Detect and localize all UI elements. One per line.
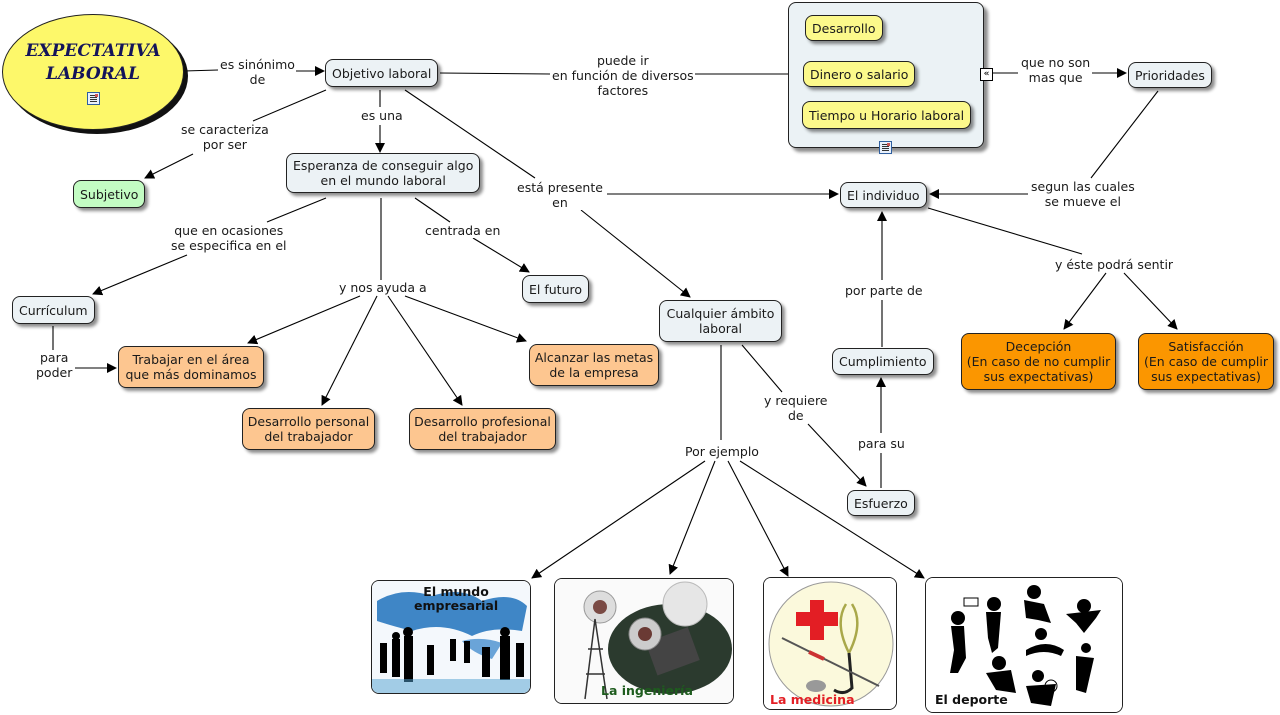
concept-el-individuo[interactable]: El individuo [840,182,927,208]
concept-label: que más dominamos [125,367,257,382]
concept-label: de la empresa [549,365,639,380]
factor-dinero-salario[interactable]: Dinero o salario [803,61,916,87]
concept-satisfaccion[interactable]: Satisfacción (En caso de cumplir sus exp… [1138,333,1274,390]
concept-label: Esfuerzo [854,495,908,511]
concept-label: Cumplimiento [839,354,927,369]
engineering-image [555,579,733,703]
concept-label: Trabajar en el área [132,352,250,367]
link-es-una: es una [360,108,404,123]
concept-label: Decepción [1005,339,1072,354]
concept-decepcion[interactable]: Decepción (En caso de no cumplir sus exp… [961,333,1116,390]
concept-subjetivo[interactable]: Subjetivo [73,180,146,208]
medicine-image [764,578,896,709]
factor-label: Tiempo u Horario laboral [809,107,965,123]
factor-label: Desarrollo [812,20,876,36]
concept-label: (En caso de cumplir [1144,354,1268,369]
main-concept-expectativa-laboral[interactable]: EXPECTATIVA LABORAL [2,14,184,130]
concept-label: (En caso de no cumplir [966,354,1111,369]
concept-objetivo-laboral[interactable]: Objetivo laboral [325,59,439,87]
concept-label: del trabajador [438,429,527,444]
concept-trabajar-area[interactable]: Trabajar en el área que más dominamos [118,346,264,388]
concept-label: del trabajador [264,429,353,444]
document-icon[interactable] [879,141,892,154]
concept-label: sus expectativas) [983,369,1094,384]
factor-tiempo-horario[interactable]: Tiempo u Horario laboral [802,101,972,129]
business-people-image [372,581,530,693]
concept-esperanza[interactable]: Esperanza de conseguir algo en el mundo … [286,153,481,193]
example-caption: La medicina [770,692,855,707]
concept-label: El individuo [847,187,920,203]
example-caption: La ingeniería [601,683,693,698]
concept-esfuerzo[interactable]: Esfuerzo [847,490,915,516]
concept-desarrollo-profesional[interactable]: Desarrollo profesional del trabajador [409,408,556,450]
concept-el-futuro[interactable]: El futuro [522,275,590,303]
example-caption: El deporte [935,692,1008,707]
link-para-su: para su [857,436,906,451]
main-concept-title-line2: LABORAL [46,63,140,84]
concept-label: Cualquier ámbito [666,306,775,321]
link-centrada-en: centrada en [424,223,502,238]
concept-label: Subjetivo [80,186,139,202]
concept-label: El futuro [529,281,583,297]
example-ingenieria[interactable]: La ingeniería [554,578,734,704]
concept-label: Desarrollo personal [247,414,370,429]
link-podra-sentir: y éste podrá sentir [1054,257,1175,272]
collapse-group-icon[interactable]: « [980,68,993,81]
example-medicina[interactable]: La medicina [763,577,897,710]
concept-label: Alcanzar las metas [534,350,654,365]
concept-label: Desarrollo profesional [414,414,551,429]
concept-curriculum[interactable]: Currículum [12,296,95,324]
concept-label: Objetivo laboral [332,65,432,81]
concept-label: Prioridades [1135,67,1205,83]
factor-label: Dinero o salario [810,66,909,82]
concept-cumplimiento[interactable]: Cumplimiento [832,348,934,375]
concept-desarrollo-personal[interactable]: Desarrollo personal del trabajador [242,408,375,450]
concept-alcanzar-metas[interactable]: Alcanzar las metas de la empresa [529,344,659,386]
concept-label: Currículum [19,302,88,318]
factor-desarrollo[interactable]: Desarrollo [805,15,883,41]
link-por-ejemplo: Por ejemplo [684,444,760,459]
concept-label: sus expectativas) [1151,369,1261,384]
link-por-parte-de: por parte de [844,283,924,298]
concept-label: Satisfacción [1168,339,1244,354]
main-concept-title-line1: EXPECTATIVA [25,40,161,61]
concept-prioridades[interactable]: Prioridades [1128,62,1212,88]
sports-image [926,578,1122,712]
example-deporte[interactable]: El deporte [925,577,1123,713]
concept-label: laboral [699,321,742,336]
concept-cualquier-ambito[interactable]: Cualquier ámbito laboral [659,300,782,342]
concept-label: en el mundo laboral [320,173,446,188]
document-icon[interactable] [86,91,100,105]
concept-label: Esperanza de conseguir algo [293,158,474,173]
link-nos-ayuda: y nos ayuda a [338,280,428,295]
